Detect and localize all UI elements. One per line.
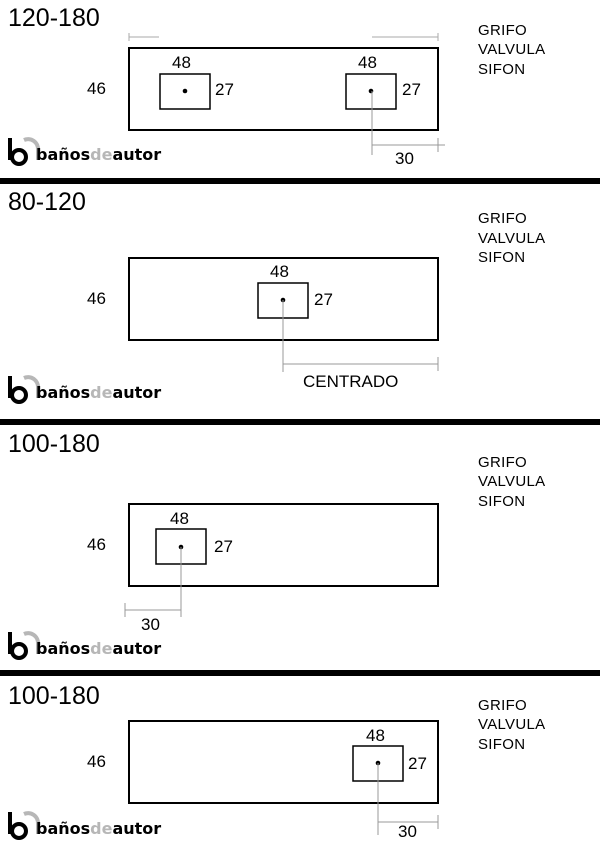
panel-4-sink-1-width: 48 <box>366 726 385 745</box>
panel-1-sink-2-height: 27 <box>402 80 421 99</box>
panel-4-spec-valvula: VALVULA <box>478 716 545 733</box>
panel-2-spec-grifo: GRIFO <box>478 210 527 227</box>
panel-4-spec-sifon: SIFON <box>478 736 525 753</box>
panel-3-spec-valvula: VALVULA <box>478 473 545 490</box>
panel-1-sink-1 <box>159 73 211 110</box>
panel-4-depth-label: 46 <box>87 752 106 771</box>
ba-monogram-icon <box>8 375 40 404</box>
ba-monogram-icon <box>8 811 40 840</box>
panel-4-brand-logo: bañosdeautor <box>8 811 161 840</box>
brand-wordmark: bañosdeautor <box>36 383 161 402</box>
panel-3-spec-grifo: GRIFO <box>478 454 527 471</box>
panel-1: 120-180 GRIFO VALVULA SIFON 46 48 27 48 … <box>8 4 545 168</box>
panel-2-brand-logo: bañosdeautor <box>8 375 161 404</box>
panel-1-depth-label: 46 <box>87 79 106 98</box>
panel-3-brand-logo: bañosdeautor <box>8 631 161 660</box>
panel-3-spec-sifon: SIFON <box>478 493 525 510</box>
panel-4-sink-1-height: 27 <box>408 754 427 773</box>
panel-1-range-title: 120-180 <box>8 4 100 32</box>
panel-1-brand-logo: bañosdeautor <box>8 137 161 166</box>
panel-3-depth-label: 46 <box>87 535 106 554</box>
panel-4: 100-180 GRIFO VALVULA SIFON 46 48 27 30 … <box>8 682 545 841</box>
brand-wordmark: bañosdeautor <box>36 145 161 164</box>
panel-1-offset-label: 30 <box>395 149 414 168</box>
panel-1-sink-1-drain <box>182 88 188 94</box>
panel-3-range-title: 100-180 <box>8 430 100 458</box>
brand-wordmark: bañosdeautor <box>36 819 161 838</box>
panel-4-range-title: 100-180 <box>8 682 100 710</box>
panel-3-countertop <box>128 503 439 587</box>
panel-2-sink-1-width: 48 <box>270 262 289 281</box>
panel-4-spec-grifo: GRIFO <box>478 697 527 714</box>
panel-3-offset-label: 30 <box>141 615 160 634</box>
panel-4-countertop <box>128 720 439 804</box>
panel-2-depth-label: 46 <box>87 289 106 308</box>
panel-3-sink-1-height: 27 <box>214 537 233 556</box>
ba-monogram-icon <box>8 137 40 166</box>
panel-2-range-title: 80-120 <box>8 188 86 216</box>
panel-1-sink-2 <box>345 73 397 110</box>
panel-2-sink-1-height: 27 <box>314 290 333 309</box>
panel-3-sink-1-width: 48 <box>170 509 189 528</box>
panel-2: 80-120 GRIFO VALVULA SIFON 46 48 27 CENT… <box>8 188 545 404</box>
section-divider-3 <box>0 670 600 676</box>
brand-wordmark: bañosdeautor <box>36 639 161 658</box>
panel-1-sink-2-width: 48 <box>358 53 377 72</box>
panel-1-spec-grifo: GRIFO <box>478 22 527 39</box>
panel-4-offset-label: 30 <box>398 822 417 841</box>
panel-2-spec-sifon: SIFON <box>478 249 525 266</box>
panel-1-spec-valvula: VALVULA <box>478 41 545 58</box>
section-divider-2 <box>0 419 600 425</box>
panel-1-sink-1-width: 48 <box>172 53 191 72</box>
panel-1-countertop <box>128 47 439 131</box>
ba-monogram-icon <box>8 631 40 660</box>
panel-2-offset-label: CENTRADO <box>303 372 398 391</box>
panel-3: 100-180 GRIFO VALVULA SIFON 46 48 27 30 … <box>8 430 545 660</box>
panel-1-spec-sifon: SIFON <box>478 61 525 78</box>
section-divider-1 <box>0 178 600 184</box>
panel-2-spec-valvula: VALVULA <box>478 230 545 247</box>
panel-1-sink-1-height: 27 <box>215 80 234 99</box>
panel-1-sink-2-drain <box>368 88 374 94</box>
